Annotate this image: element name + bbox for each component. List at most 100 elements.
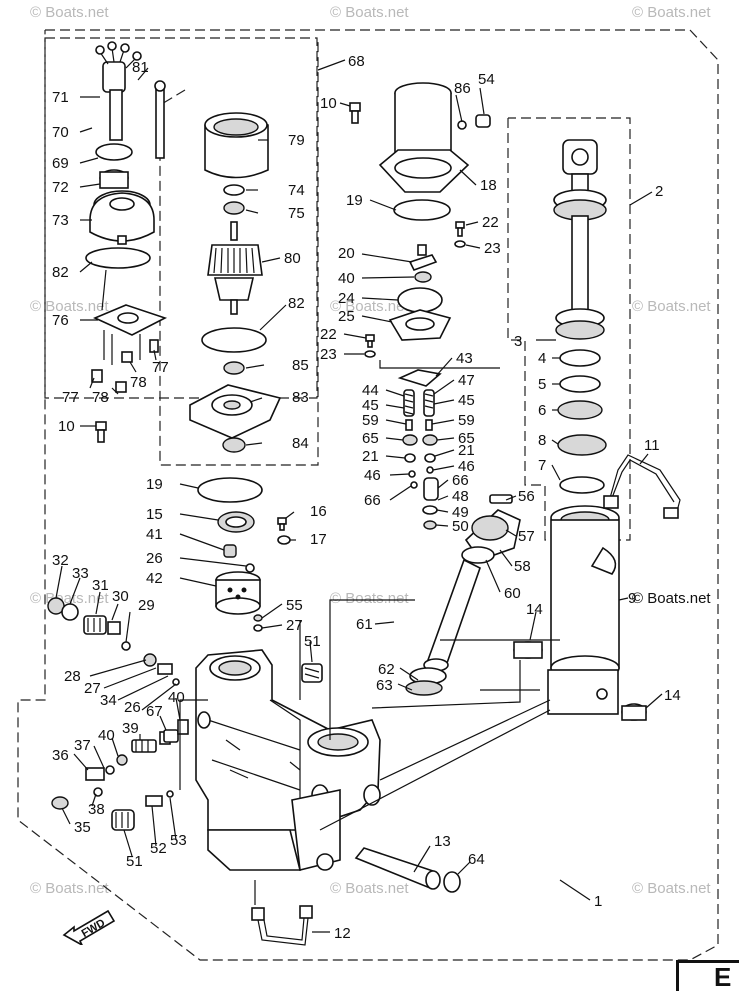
callout-34: 34 [100,692,117,709]
callout-40-mid: 40 [168,689,185,706]
callout-19-lower: 19 [146,476,163,493]
nut-40-upper [414,271,432,283]
fwd-label: FWD [80,917,108,940]
callout-4: 4 [538,350,546,367]
callout-46-left: 46 [364,467,381,484]
bolt-10-upper [349,102,361,124]
callout-54: 54 [478,71,495,88]
callout-78-right: 78 [130,374,147,391]
pump-seal-15 [217,511,255,533]
washer-74 [223,184,245,196]
callout-29: 29 [138,597,155,614]
callout-9: 9 [628,590,636,607]
callout-1: 1 [594,893,602,910]
callout-80: 80 [284,250,301,267]
callout-33: 33 [72,565,89,582]
callout-30: 30 [112,588,129,605]
connector-line-top [379,360,500,369]
motor-sub-box [159,40,319,466]
callout-14-left: 14 [526,601,543,618]
callout-10-lower: 10 [58,418,75,435]
callout-36: 36 [52,747,69,764]
hydraulic-line-11 [603,454,681,519]
callout-67: 67 [146,703,163,720]
callout-2: 2 [655,183,663,200]
shaft-13 [354,847,441,890]
plug-51-upper [301,663,323,683]
callout-7: 7 [538,457,546,474]
callout-81: 81 [132,59,149,76]
callout-85: 85 [292,357,309,374]
watermark-1: © Boats.net [30,4,109,21]
callout-25: 25 [338,308,355,325]
callout-24: 24 [338,290,355,307]
callout-22-lower: 22 [320,326,337,343]
callout-32: 32 [52,552,69,569]
callout-53: 53 [170,832,187,849]
callout-86: 86 [454,80,471,97]
callout-18: 18 [480,177,497,194]
washer-23-lower [364,350,376,358]
gasket-25 [388,309,452,341]
leader-lines [55,59,663,933]
motor-yoke [204,112,269,179]
fwd-arrow-icon: FWD [62,909,116,945]
motor-end-cap [89,190,155,245]
callout-55: 55 [286,597,303,614]
callout-45-right: 45 [458,392,475,409]
power-trim-housing [195,649,381,871]
part-41 [223,544,237,558]
o-ring-82-upper [85,247,151,269]
screw-22-upper [455,221,465,237]
watermark-10: © Boats.net [30,880,109,897]
callout-21-left: 21 [362,448,379,465]
callout-65-left: 65 [362,430,379,447]
callout-56: 56 [518,488,535,505]
callout-57: 57 [518,528,535,545]
callout-84: 84 [292,435,309,452]
callout-12: 12 [334,925,351,942]
cylinder-group-box [507,117,631,541]
motor-terminal-leads [95,41,166,159]
motor-grommet [95,143,133,189]
callout-76: 76 [52,312,69,329]
callout-41: 41 [146,526,163,543]
callout-75: 75 [288,205,305,222]
callout-11: 11 [644,437,660,454]
callout-65-right: 65 [458,430,475,447]
callout-28: 28 [64,668,81,685]
callout-58: 58 [514,558,531,575]
callout-38: 38 [88,801,105,818]
callout-40-upper: 40 [338,270,355,287]
callout-8: 8 [538,432,546,449]
screw-16 [277,517,287,531]
callout-64: 64 [468,851,485,868]
callout-66-right: 66 [452,472,469,489]
callout-68: 68 [348,53,365,70]
watermark-8: © Boats.net [330,590,409,607]
watermark-2: © Boats.net [330,4,409,21]
callout-51-upper: 51 [304,633,321,650]
o-ring-19-lower [197,477,263,503]
callout-3: 3 [514,333,522,350]
callout-15: 15 [146,506,163,523]
callout-77-right: 77 [152,359,169,376]
callout-16: 16 [310,503,327,520]
callout-73: 73 [52,212,69,229]
callout-52: 52 [150,840,167,857]
callout-50: 50 [452,518,469,535]
pipe-61 [405,558,481,696]
callout-59-right: 59 [458,412,475,429]
callout-48: 48 [452,488,469,505]
plug-54 [475,114,491,128]
bushing-14-right [621,703,647,721]
callout-66-left: 66 [364,492,381,509]
o-ring-19-upper [393,199,451,221]
callout-71: 71 [52,89,69,106]
callout-45-left: 45 [362,397,379,414]
tilt-rod-2 [553,139,607,340]
o-ring-5 [559,375,601,393]
pump-body-42 [215,571,261,615]
o-ring-4 [559,349,601,367]
callout-35: 35 [74,819,91,836]
